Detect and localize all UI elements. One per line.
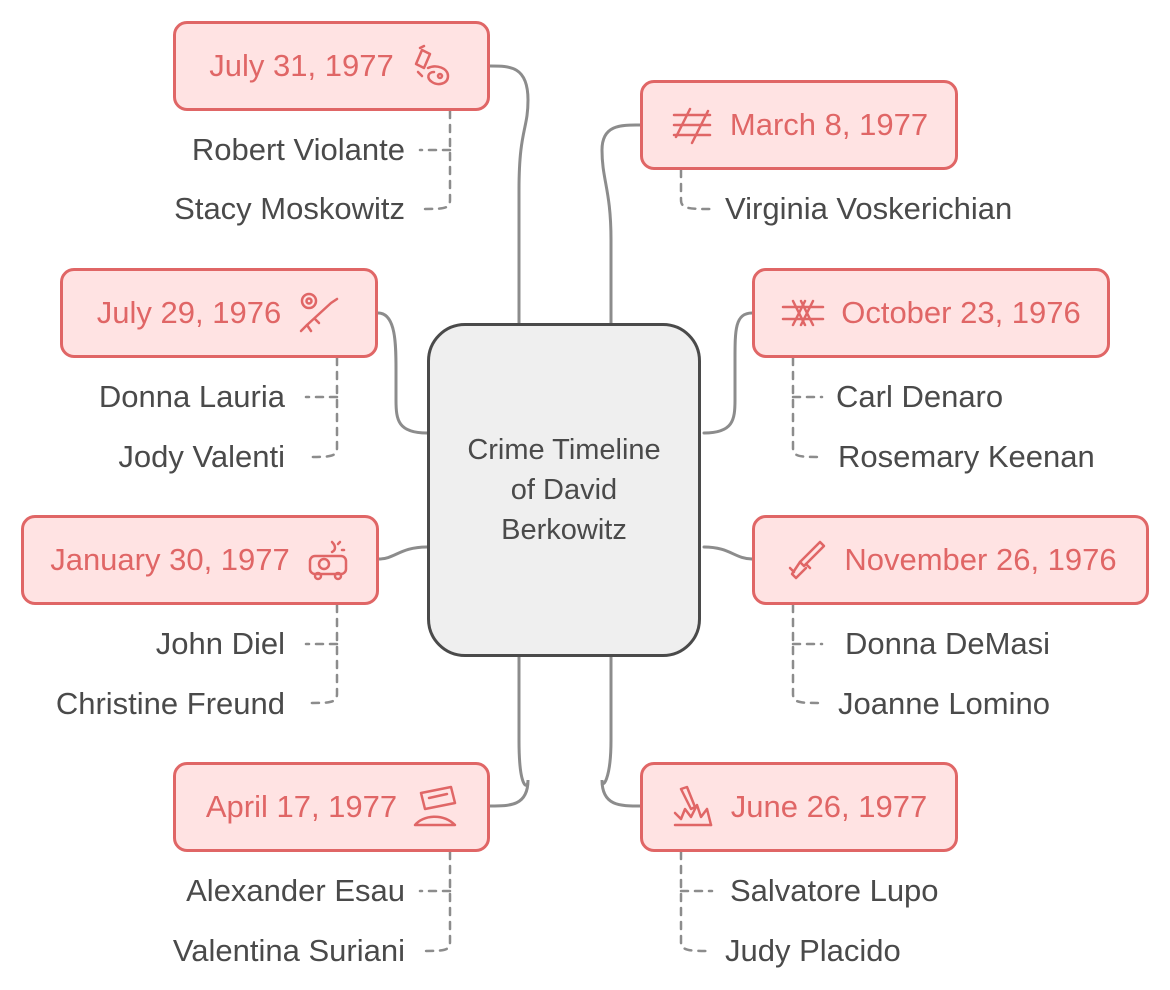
victim-name: Alexander Esau	[186, 873, 405, 908]
event-date: July 29, 1976	[96, 295, 282, 330]
event-date: April 17, 1977	[205, 789, 398, 824]
victim-bracket-jul-1977	[418, 109, 452, 211]
rifle-target-icon	[297, 291, 341, 335]
knife-in-fire-icon	[671, 785, 715, 829]
victim-bracket-nov-1976	[791, 603, 824, 705]
victim-name: Judy Placido	[725, 933, 901, 968]
event-date: June 26, 1977	[730, 789, 928, 824]
event-box-oct-1976[interactable]: October 23, 1976	[752, 268, 1110, 358]
event-box-mar-1977[interactable]: March 8, 1977	[640, 80, 958, 170]
victim-bracket-oct-1976	[791, 356, 824, 459]
event-date: November 26, 1976	[844, 542, 1117, 577]
victim-name: Donna DeMasi	[845, 626, 1051, 661]
ladder-icon	[670, 103, 714, 147]
connector-jul-1977	[488, 64, 530, 325]
victim-name: Jody Valenti	[118, 439, 285, 474]
car-explosion-icon	[306, 538, 350, 582]
victim-name: John Diel	[155, 626, 285, 661]
event-box-jul-1977[interactable]: July 31, 1977	[173, 21, 490, 111]
event-box-nov-1976[interactable]: November 26, 1976	[752, 515, 1149, 605]
victim-name: Donna Lauria	[98, 379, 285, 414]
victim-name: Stacy Moskowitz	[174, 191, 405, 226]
victim-bracket-mar-1977	[679, 168, 714, 211]
connector-oct-1976	[702, 311, 754, 435]
victim-bracket-apr-1977	[418, 850, 452, 953]
handgun-icon	[784, 538, 828, 582]
connector-nov-1976	[702, 545, 754, 561]
connector-jan-1977	[377, 545, 429, 561]
center-title: Crime Timeline of David Berkowitz	[467, 434, 661, 546]
event-date: March 8, 1977	[729, 107, 929, 142]
event-date: January 30, 1977	[50, 542, 290, 577]
victim-bracket-jul-1976	[304, 356, 339, 459]
victim-name: Virginia Voskerichian	[725, 191, 1013, 226]
connector-mar-1977	[600, 123, 642, 325]
event-box-jan-1977[interactable]: January 30, 1977	[21, 515, 379, 605]
event-box-apr-1977[interactable]: April 17, 1977	[173, 762, 490, 852]
connector-apr-1977	[488, 655, 530, 808]
victim-name: Valentina Suriani	[172, 933, 405, 968]
victim-name: Christine Freund	[55, 686, 285, 721]
center-topic: Crime Timeline of David Berkowitz	[427, 323, 701, 657]
event-box-jul-1976[interactable]: July 29, 1976	[60, 268, 378, 358]
victim-bracket-jan-1977	[304, 603, 339, 705]
rope-knot-icon	[781, 291, 825, 335]
cocktail-splash-icon	[410, 44, 454, 88]
connector-jul-1976	[376, 311, 429, 435]
victim-name: Carl Denaro	[836, 379, 1004, 414]
event-date: October 23, 1976	[841, 295, 1081, 330]
razor-blade-icon	[413, 785, 457, 829]
connector-jun-1977	[600, 655, 642, 808]
victim-name: Robert Violante	[191, 132, 405, 167]
event-box-jun-1977[interactable]: June 26, 1977	[640, 762, 958, 852]
victim-name: Joanne Lomino	[838, 686, 1050, 721]
victim-name: Salvatore Lupo	[730, 873, 939, 908]
victim-bracket-jun-1977	[679, 850, 714, 953]
victim-name: Rosemary Keenan	[838, 439, 1095, 474]
event-date: July 31, 1977	[209, 48, 394, 83]
